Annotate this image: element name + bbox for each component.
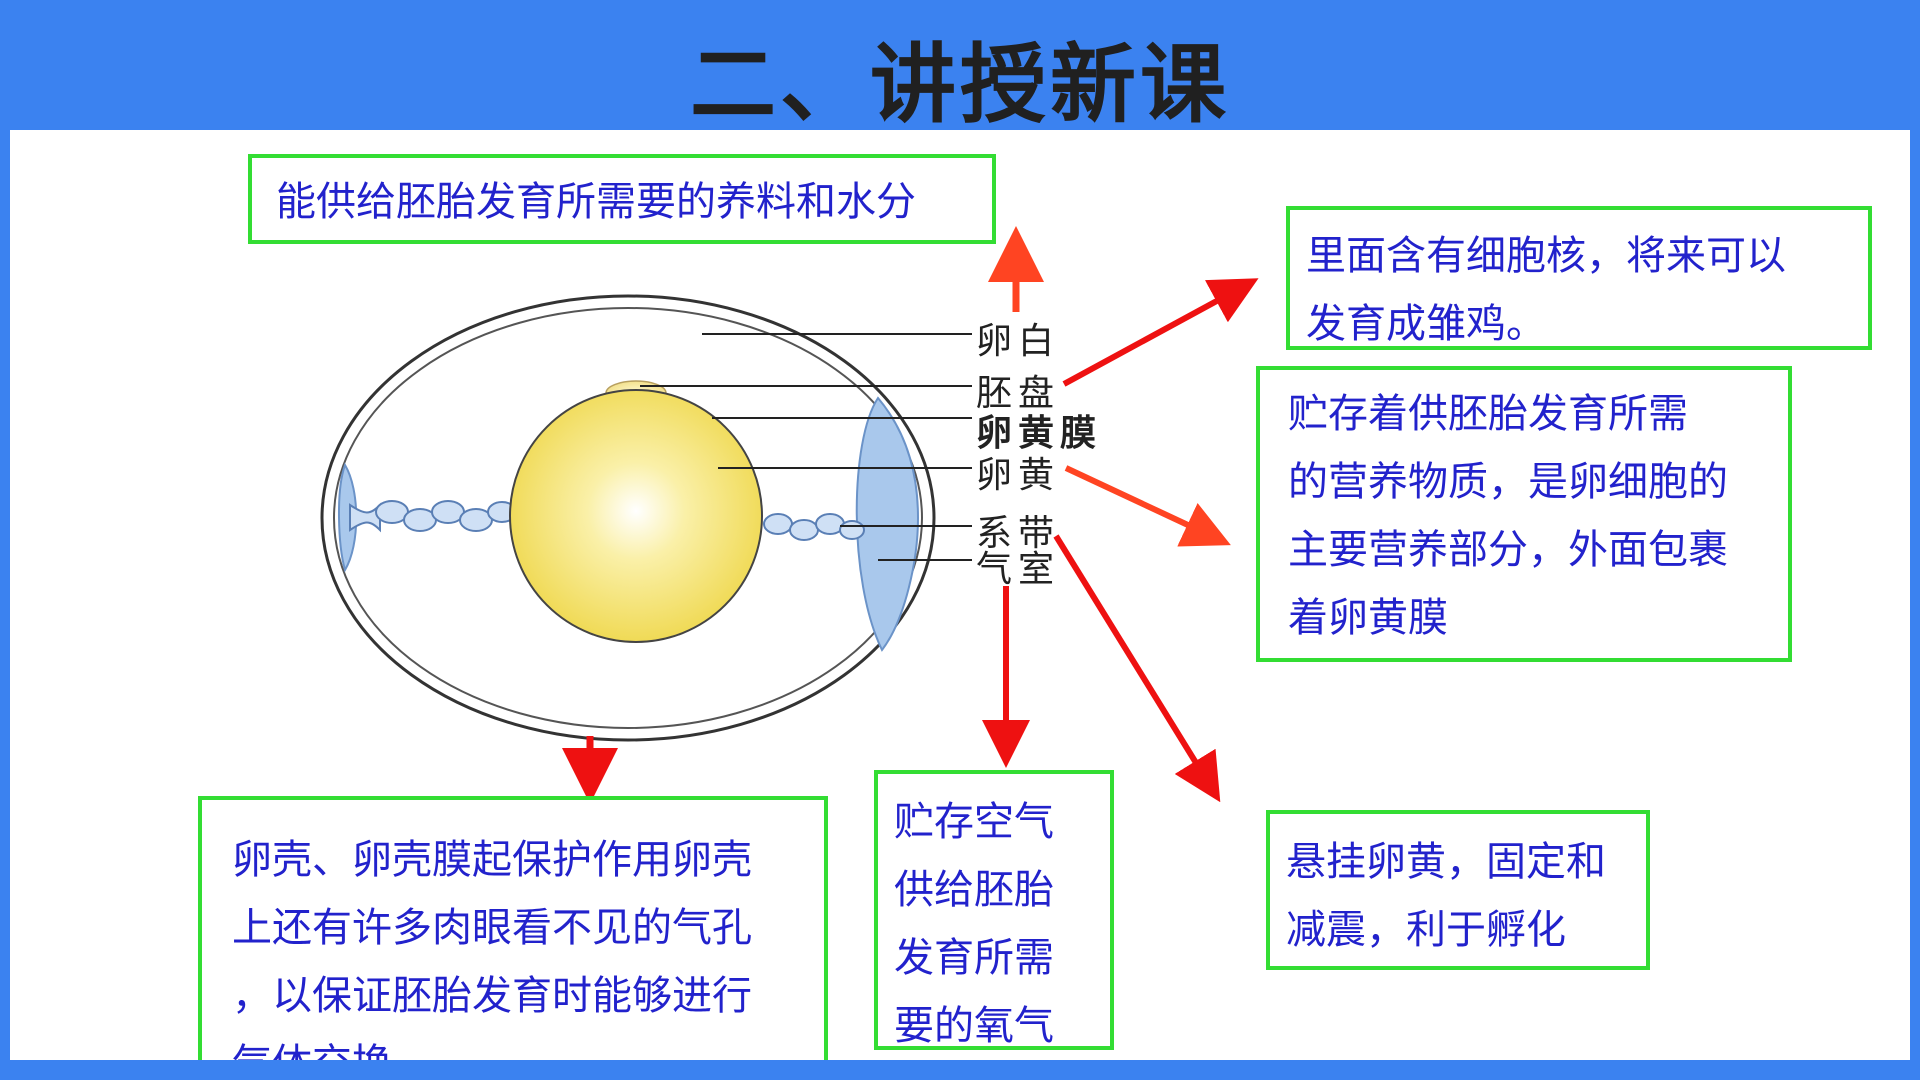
- arrow-to-germinal-box: [1062, 278, 1259, 387]
- box-germinal-disc-function: 里面含有细胞核，将来可以 发育成雏鸡。: [1286, 206, 1872, 350]
- left-membrane-shape: [337, 462, 358, 573]
- label-germinal-disc: 胚盘: [976, 373, 1061, 414]
- yolk-shape: [509, 389, 763, 643]
- label-air-cell: 气室: [976, 549, 1061, 590]
- label-chalaza: 系带: [976, 513, 1061, 554]
- bottom-band: [0, 1060, 1920, 1080]
- page-title: 二、讲授新课: [690, 35, 1230, 135]
- box-shell-function: 卵壳、卵壳膜起保护作用卵壳 上还有许多肉眼看不见的气孔 ，以保证胚胎发育时能够进…: [198, 796, 828, 1080]
- box-air-cell-function: 贮存空气 供给胚胎 发育所需 要的氧气: [874, 770, 1114, 1050]
- box-albumen-function: 能供给胚胎发育所需要的养料和水分: [248, 154, 996, 244]
- label-albumen: 卵白: [976, 321, 1061, 362]
- chalaza-left: [349, 500, 517, 533]
- label-yolk: 卵黄: [976, 455, 1061, 496]
- label-leader-lines: [640, 333, 972, 561]
- box-chalaza-function: 悬挂卵黄，固定和 减震，利于孵化: [1266, 810, 1650, 970]
- header-bar: 二、讲授新课: [0, 0, 1920, 135]
- egg-shell-membrane: [333, 307, 923, 729]
- air-cell-shape: [855, 396, 920, 652]
- box-yolk-function: 贮存着供胚胎发育所需 的营养物质，是卵细胞的 主要营养部分，外面包裹 着卵黄膜: [1256, 366, 1792, 662]
- label-vitelline-membrane: 卵黄膜: [976, 412, 1103, 454]
- arrow-to-chalaza-box: [1053, 534, 1221, 803]
- arrow-to-yolk-box: [1064, 465, 1231, 547]
